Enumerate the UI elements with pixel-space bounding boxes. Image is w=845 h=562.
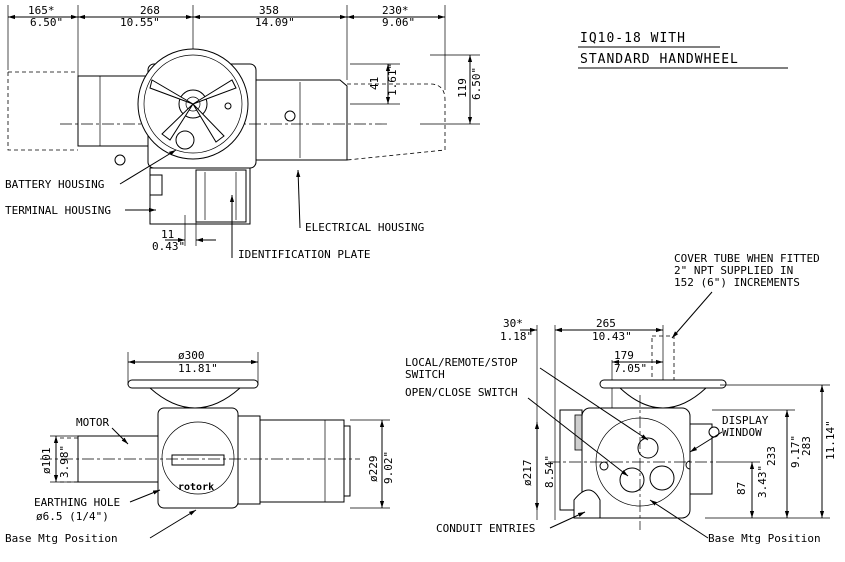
label-base-mtg-end: Base Mtg Position <box>708 532 821 545</box>
dim-268-in: 10.55" <box>120 16 160 29</box>
title-block: IQ10-18 WITH STANDARD HANDWHEEL <box>578 31 788 69</box>
dim-165-mm: 165* <box>28 4 55 17</box>
dim-300-mm: ø300 <box>178 349 205 362</box>
dim-87-mm: 87 <box>735 482 748 495</box>
label-display-window-2: WINDOW <box>722 426 762 439</box>
dim-300-in: 11.81" <box>178 362 218 375</box>
title-line-1: IQ10-18 WITH <box>580 31 686 46</box>
cover-tube-line-1: COVER TUBE WHEN FITTED <box>674 252 820 265</box>
label-open-close-switch: OPEN/CLOSE SWITCH <box>405 386 518 399</box>
label-base-mtg-front: Base Mtg Position <box>5 532 118 545</box>
dim-101-mm: ø101 <box>40 448 53 475</box>
dim-217-in: 8.54" <box>543 455 556 488</box>
label-battery-housing: BATTERY HOUSING <box>5 178 104 191</box>
label-motor: MOTOR <box>76 416 109 429</box>
dim-230-mm: 230* <box>382 4 409 17</box>
label-electrical-housing: ELECTRICAL HOUSING <box>305 221 424 234</box>
cover-tube-line-2: 2" NPT SUPPLIED IN <box>674 264 793 277</box>
label-earthing-size: ø6.5 (1/4") <box>36 510 109 523</box>
dim-41-in: 1.61" <box>386 63 399 96</box>
side-view: 165* 6.50" 268 10.55" 358 14.09" 230* 9.… <box>5 4 483 261</box>
dim-101-in: 3.98" <box>58 445 71 478</box>
dim-30-mm: 30* <box>503 317 523 330</box>
dim-11-in: 0.43" <box>152 240 185 253</box>
label-conduit-entries: CONDUIT ENTRIES <box>436 522 535 535</box>
dim-233-in: 9.17" <box>789 435 802 468</box>
dim-11-mm: 11 <box>161 228 174 241</box>
dim-87-in: 3.43" <box>756 465 769 498</box>
dim-119-in: 6.50" <box>470 67 483 100</box>
label-local-remote-stop: LOCAL/REMOTE/STOP <box>405 356 518 369</box>
dim-265-mm: 265 <box>596 317 616 330</box>
dim-229-mm: ø229 <box>367 456 380 483</box>
dim-268-mm: 268 <box>140 4 160 17</box>
label-display-window-1: DISPLAY <box>722 414 769 427</box>
dim-265-in: 10.43" <box>592 330 632 343</box>
dim-41-mm: 41 <box>368 77 381 90</box>
label-earthing-hole: EARTHING HOLE <box>34 496 120 509</box>
dim-165-in: 6.50" <box>30 16 63 29</box>
title-line-2: STANDARD HANDWHEEL <box>580 52 739 67</box>
dim-217-mm: ø217 <box>521 460 534 487</box>
end-view: COVER TUBE WHEN FITTED 2" NPT SUPPLIED I… <box>405 252 837 545</box>
dim-358-in: 14.09" <box>255 16 295 29</box>
label-local-remote-stop-2: SWITCH <box>405 368 445 381</box>
cover-tube-line-3: 152 (6") INCREMENTS <box>674 276 800 289</box>
dim-283-mm: 283 <box>800 436 813 456</box>
label-terminal-housing: TERMINAL HOUSING <box>5 204 111 217</box>
dim-233-mm: 233 <box>765 446 778 466</box>
label-identification-plate: IDENTIFICATION PLATE <box>238 248 370 261</box>
dim-358-mm: 358 <box>259 4 279 17</box>
dim-229-in: 9.02" <box>382 451 395 484</box>
dim-179-in: 7.05" <box>614 362 647 375</box>
dim-119-mm: 119 <box>456 78 469 98</box>
brand-rotork: rotork <box>178 482 214 493</box>
dim-230-in: 9.06" <box>382 16 415 29</box>
dim-283-in: 11.14" <box>824 420 837 460</box>
dim-179-mm: 179 <box>614 349 634 362</box>
front-view: ø300 11.81" rotork ø101 3.98" ø229 9.02"… <box>5 349 395 545</box>
dim-30-in: 1.18" <box>500 330 533 343</box>
